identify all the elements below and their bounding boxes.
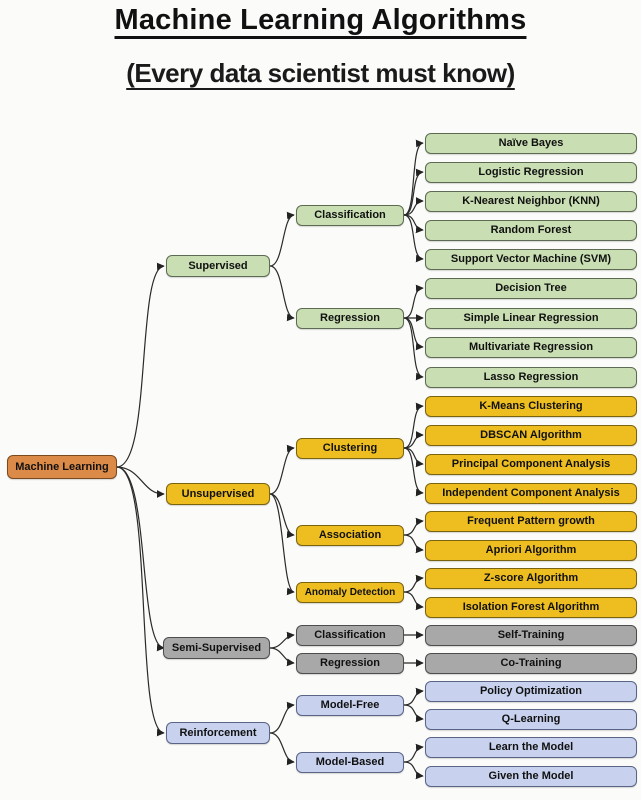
node-regression-supervised: Regression <box>296 308 404 329</box>
leaf-z-score-algorithm: Z-score Algorithm <box>425 568 637 589</box>
node-anomaly-detection: Anomaly Detection <box>296 582 404 603</box>
leaf-multivariate-regression: Multivariate Regression <box>425 337 637 358</box>
leaf-decision-tree: Decision Tree <box>425 278 637 299</box>
leaf-naive-bayes: Naïve Bayes <box>425 133 637 154</box>
page-title: Machine Learning Algorithms <box>114 4 527 36</box>
node-machine-learning: Machine Learning <box>7 455 117 479</box>
node-model-based: Model-Based <box>296 752 404 773</box>
node-supervised: Supervised <box>166 255 270 277</box>
page-subtitle: (Every data scientist must know) <box>126 58 515 88</box>
node-model-free: Model-Free <box>296 695 404 716</box>
leaf-learn-the-model: Learn the Model <box>425 737 637 758</box>
leaf-k-means-clustering: K-Means Clustering <box>425 396 637 417</box>
leaf-principal-component-analysis: Principal Component Analysis <box>425 454 637 475</box>
leaf-co-training: Co-Training <box>425 653 637 674</box>
leaf-random-forest: Random Forest <box>425 220 637 241</box>
leaf-simple-linear-regression: Simple Linear Regression <box>425 308 637 329</box>
leaf-independent-component-analysis: Independent Component Analysis <box>425 483 637 504</box>
node-classification-supervised: Classification <box>296 205 404 226</box>
node-reinforcement: Reinforcement <box>166 722 270 744</box>
leaf-logistic-regression: Logistic Regression <box>425 162 637 183</box>
leaf-given-the-model: Given the Model <box>425 766 637 787</box>
node-regression-semi: Regression <box>296 653 404 674</box>
node-classification-semi: Classification <box>296 625 404 646</box>
leaf-isolation-forest-algorithm: Isolation Forest Algorithm <box>425 597 637 618</box>
leaf-frequent-pattern-growth: Frequent Pattern growth <box>425 511 637 532</box>
leaf-policy-optimization: Policy Optimization <box>425 681 637 702</box>
node-clustering: Clustering <box>296 438 404 459</box>
leaf-dbscan-algorithm: DBSCAN Algorithm <box>425 425 637 446</box>
leaf-self-training: Self-Training <box>425 625 637 646</box>
node-semi-supervised: Semi-Supervised <box>163 637 270 659</box>
node-unsupervised: Unsupervised <box>166 483 270 505</box>
leaf-apriori-algorithm: Apriori Algorithm <box>425 540 637 561</box>
leaf-support-vector-machine: Support Vector Machine (SVM) <box>425 249 637 270</box>
node-association: Association <box>296 525 404 546</box>
leaf-k-nearest-neighbor: K-Nearest Neighbor (KNN) <box>425 191 637 212</box>
leaf-lasso-regression: Lasso Regression <box>425 367 637 388</box>
leaf-q-learning: Q-Learning <box>425 709 637 730</box>
